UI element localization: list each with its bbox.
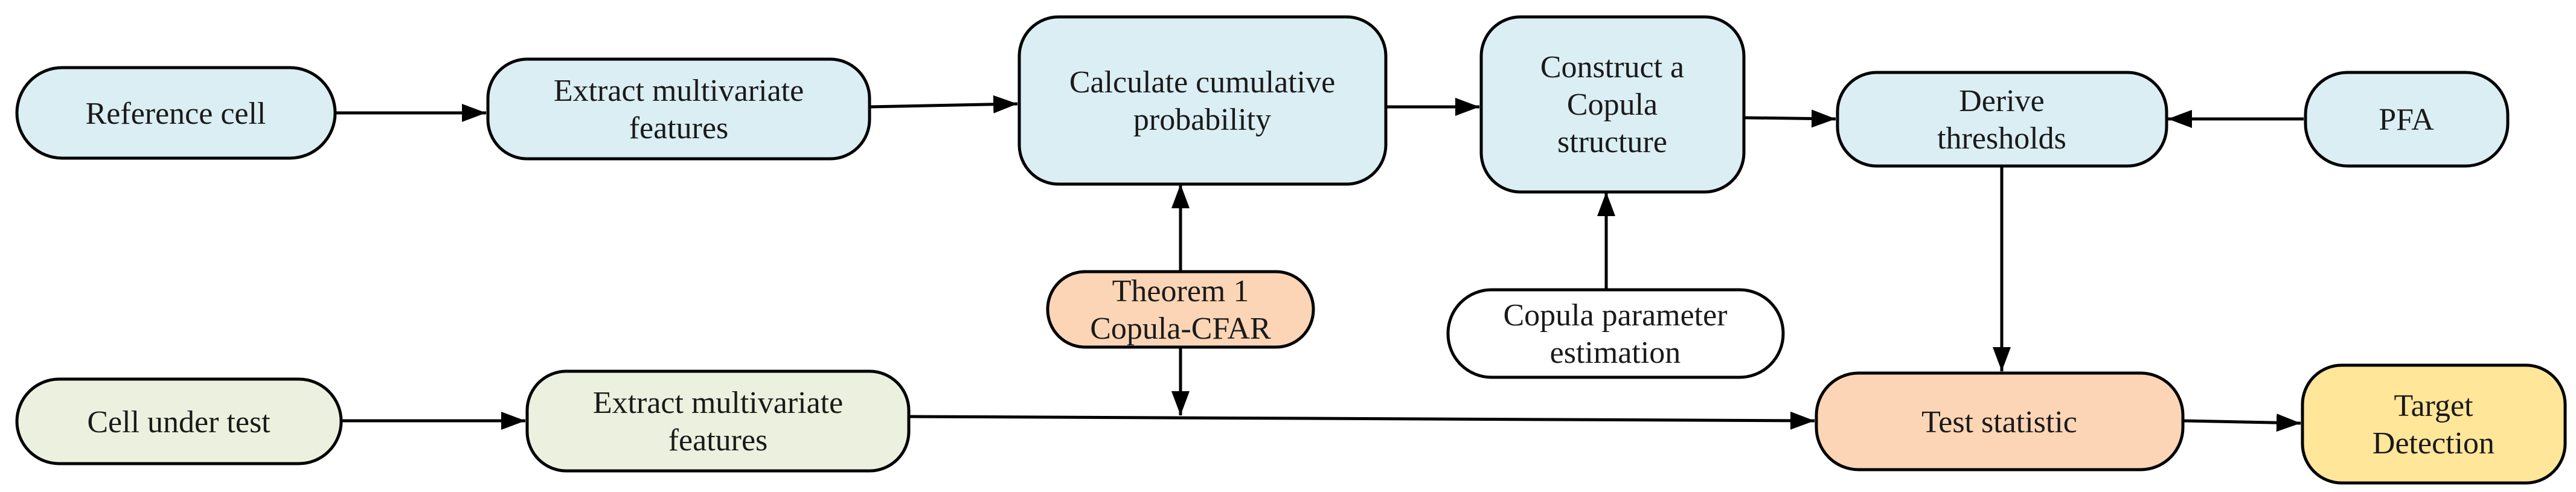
- edges: [335, 95, 2304, 432]
- cell-under-test-label: Cell under test: [87, 405, 271, 439]
- reference-cell-box: [15, 66, 337, 160]
- test-statistic-node: Test statistic: [1815, 371, 2185, 471]
- label-line: Construct a: [1540, 50, 1684, 85]
- edge-extract-to-calculate: [869, 95, 1018, 113]
- label-line: Test statistic: [1921, 405, 2077, 439]
- target-detection-box: [2301, 363, 2567, 485]
- edge-extract-to-test-statistic: [908, 411, 1815, 430]
- edge-construct-to-derive: [1743, 109, 1836, 128]
- label-line: Theorem 1: [1112, 274, 1249, 308]
- label-line: Cell under test: [87, 405, 271, 439]
- label-line: probability: [1133, 103, 1271, 137]
- label-line: Reference cell: [86, 97, 266, 131]
- derive-thresholds-box: [1836, 71, 2168, 168]
- label-line: features: [629, 111, 729, 145]
- calculate-cumulative-box: [1017, 15, 1388, 186]
- reference-cell-label: Reference cell: [86, 97, 266, 131]
- label-line: PFA: [2379, 103, 2434, 137]
- label-line: thresholds: [1937, 121, 2066, 156]
- cell-under-test-node: Cell under test: [15, 377, 343, 465]
- label-line: Extract multivariate: [554, 74, 804, 108]
- label-line: estimation: [1550, 336, 1681, 370]
- label-line: Copula parameter: [1503, 298, 1727, 333]
- label-line: Target: [2394, 389, 2473, 423]
- pfa-node: PFA: [2304, 71, 2510, 168]
- edge-test-statistic-to-target: [2182, 414, 2301, 432]
- test-statistic-label: Test statistic: [1921, 405, 2077, 439]
- pfa-label: PFA: [2379, 103, 2434, 137]
- label-line: structure: [1557, 125, 1667, 159]
- label-line: Extract multivariate: [593, 386, 843, 420]
- label-line: Derive: [1959, 84, 2044, 118]
- label-line: Calculate cumulative: [1069, 65, 1335, 100]
- label-line: Detection: [2373, 426, 2494, 461]
- copula-param-box: [1446, 288, 1785, 379]
- cell-under-test-box: [15, 377, 343, 465]
- label-line: features: [668, 423, 768, 458]
- label-line: Copula: [1567, 88, 1658, 122]
- pfa-box: [2304, 71, 2510, 168]
- test-statistic-box: [1815, 371, 2185, 471]
- label-line: Copula-CFAR: [1090, 311, 1271, 346]
- construct-copula-box: [1479, 15, 1746, 194]
- theorem-box: [1046, 270, 1315, 349]
- extract-top-box: [486, 57, 871, 161]
- reference-cell-node: Reference cell: [15, 66, 337, 160]
- extract-bottom-box: [525, 369, 911, 473]
